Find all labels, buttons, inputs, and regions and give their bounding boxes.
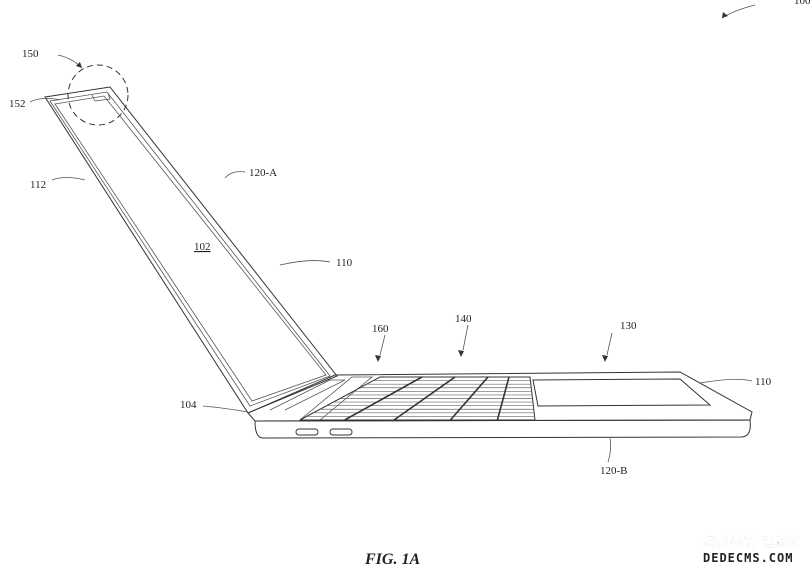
base-front-face xyxy=(254,419,751,439)
laptop-base xyxy=(247,371,753,439)
key-column-divider xyxy=(449,376,489,421)
label-150: 150 xyxy=(22,48,39,60)
arrowhead xyxy=(458,350,464,357)
display-area xyxy=(54,95,327,402)
leader-112 xyxy=(51,177,86,181)
keyboard xyxy=(299,376,536,421)
figure-caption: FIG. 1A xyxy=(364,551,420,568)
inset-region-circle xyxy=(67,64,129,126)
label-120a: 120-A xyxy=(249,167,277,179)
label-110-base: 110 xyxy=(755,376,772,388)
label-120b: 120-B xyxy=(600,465,628,477)
label-152: 152 xyxy=(9,98,26,110)
display-bezel xyxy=(49,91,331,407)
watermark-bg xyxy=(700,532,808,566)
hinge-bar xyxy=(269,379,346,411)
key-column-divider xyxy=(496,376,510,421)
laptop-lid xyxy=(44,64,338,414)
port-1 xyxy=(295,428,319,436)
leader-130 xyxy=(606,332,613,356)
camera-notch xyxy=(91,92,111,102)
leader-110-lid xyxy=(279,260,331,266)
key-column-divider xyxy=(344,376,423,421)
leader-120a xyxy=(224,171,246,179)
label-112: 112 xyxy=(30,179,46,191)
label-130: 130 xyxy=(620,320,637,332)
label-160: 160 xyxy=(372,323,389,335)
leader-120b xyxy=(607,437,612,463)
trackpad xyxy=(532,378,712,407)
leader-lines xyxy=(29,4,756,463)
label-104: 104 xyxy=(180,399,197,411)
label-102: 102 xyxy=(194,241,211,253)
port-2 xyxy=(329,428,353,436)
label-140: 140 xyxy=(455,313,472,325)
label-100: 100 xyxy=(794,0,811,7)
leader-160 xyxy=(379,334,386,356)
leader-110-base xyxy=(699,379,753,384)
watermark-line2: DEDECMS.COM xyxy=(703,551,793,565)
arrowhead xyxy=(76,62,82,68)
arrowhead xyxy=(602,355,608,362)
arrowhead xyxy=(375,355,381,362)
leader-104 xyxy=(202,405,249,413)
watermark-line1: 织梦内容管理系统 xyxy=(703,534,799,549)
label-110-lid: 110 xyxy=(336,257,353,269)
lid-outline xyxy=(44,86,338,414)
key-column-divider xyxy=(393,376,456,421)
leader-140 xyxy=(462,324,469,351)
leader-152 xyxy=(29,98,61,103)
arrowhead xyxy=(722,12,728,18)
